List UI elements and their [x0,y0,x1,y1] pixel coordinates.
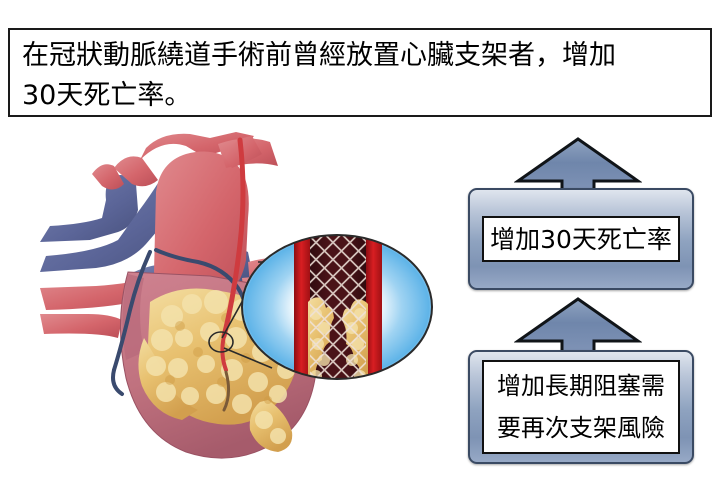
caption-line-1: 在冠狀動脈繞道手術前曾經放置心臟支架者，增加 [22,40,616,71]
caption-box: 在冠狀動脈繞道手術前曾經放置心臟支架者，增加 30天死亡率。 [8,28,712,117]
outcome-box-restenosis: 增加長期阻塞需 要再次支架風險 [468,350,694,464]
heart-stent-illustration [10,132,450,472]
caption-line-2: 30天死亡率。 [22,80,192,111]
outcome-box-restenosis-label: 增加長期阻塞需 要再次支架風險 [482,360,680,454]
stent-magnified-ellipse [241,234,433,380]
arrow-up-icon-middle [514,296,642,352]
outcome-flow-column: 增加30天死亡率 增加長期阻塞需 要再次支架風險 [462,132,702,472]
outcome-box-restenosis-line-2: 要再次支架風險 [497,414,665,442]
outcome-box-mortality-label: 增加30天死亡率 [482,216,680,262]
outcome-box-mortality-line-1: 增加30天死亡率 [490,224,672,254]
arrow-up-icon-top [514,136,642,192]
outcome-box-mortality: 增加30天死亡率 [468,188,694,290]
outcome-box-restenosis-line-1: 增加長期阻塞需 [497,372,665,400]
